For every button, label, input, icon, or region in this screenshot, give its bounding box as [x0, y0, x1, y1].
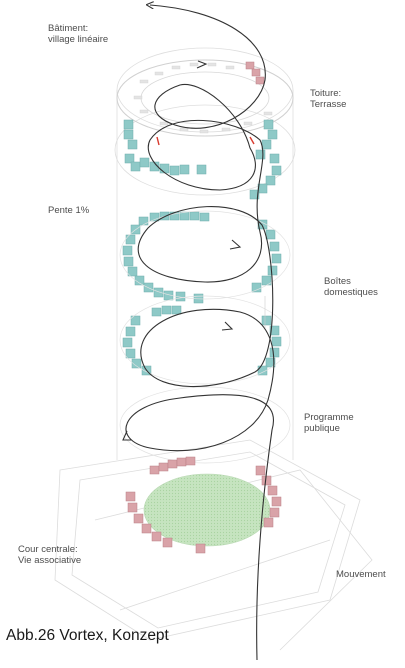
- red-markers: [157, 137, 254, 145]
- label-batiment: Bâtiment: village linéaire: [48, 23, 108, 45]
- label-mouvement: Mouvement: [336, 569, 386, 580]
- figure-caption: Abb.26 Vortex, Konzept: [6, 627, 169, 645]
- domestic-boxes-level-3: [123, 306, 281, 375]
- central-courtyard: [144, 474, 270, 546]
- label-pente: Pente 1%: [48, 205, 89, 216]
- domestic-boxes-level-2: [123, 212, 281, 303]
- label-boites: Boîtes domestiques: [324, 276, 378, 298]
- label-programme: Programme publique: [304, 412, 354, 434]
- label-cour: Cour centrale: Vie associative: [18, 544, 81, 566]
- roof-boxes-pink: [246, 62, 264, 84]
- label-toiture: Toiture: Terrasse: [310, 88, 346, 110]
- roof-pavers: [134, 63, 272, 133]
- vortex-spiral-path: [126, 5, 274, 660]
